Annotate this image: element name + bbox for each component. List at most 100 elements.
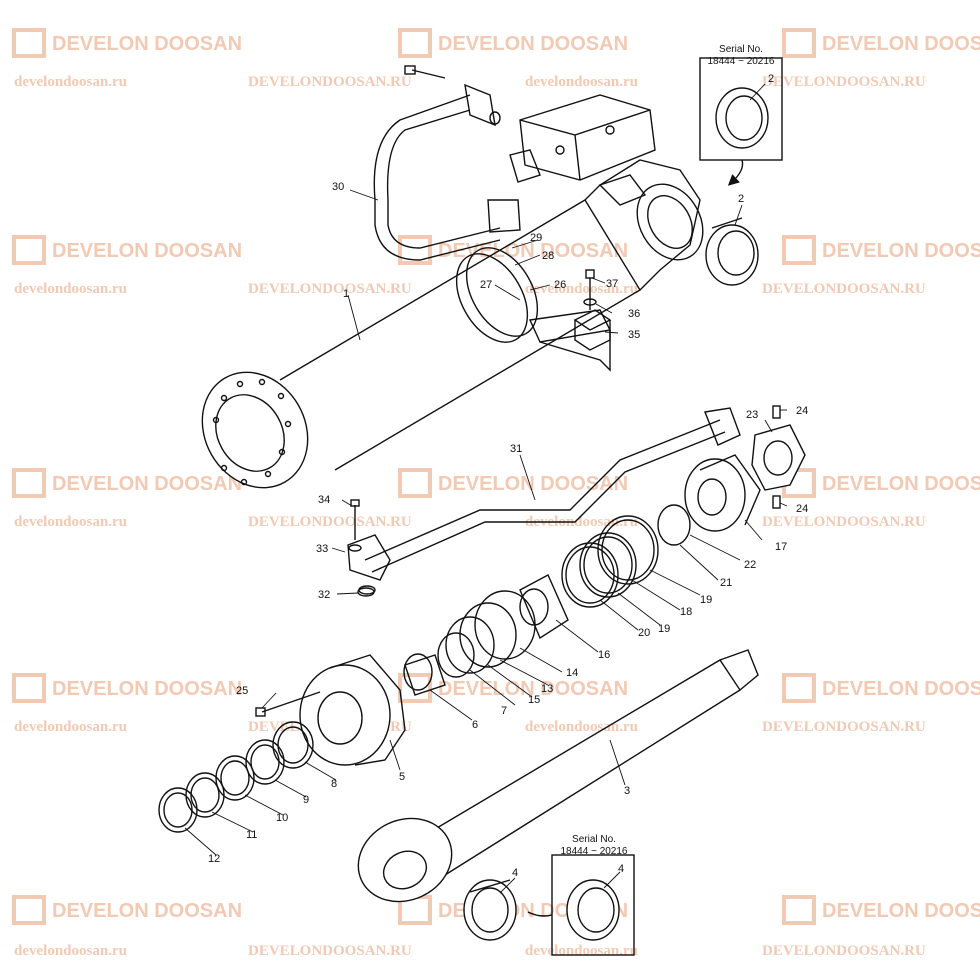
piston-nut [751,405,806,509]
watermark-brand-text: DEVELON DOOSAN [438,473,628,495]
watermark-brand-text: DEVELON DOOSAN [438,240,628,262]
watermark-brand-text: DEVELON DOOSAN [822,240,980,262]
o-ring [357,587,375,597]
serial-box-part-label: 4 [618,863,624,875]
part-label-4: 4 [512,867,518,879]
serial-box-range: 18444 ~ 20216 [560,846,627,857]
watermark-layer: DEVELON DOOSAN DEVELON DOOSAN DEVELON DO… [12,28,980,959]
watermark-logo: DEVELON DOOSAN [12,235,242,265]
leader-lines [184,83,788,894]
watermark-brand-text: DEVELON DOOSAN [822,678,980,700]
part-label-21: 21 [720,577,732,589]
part-label-9: 9 [303,794,309,806]
part-label-1: 1 [343,288,349,300]
spacer [519,574,569,640]
pipe-upper [373,65,521,261]
part-label-19: 19 [700,594,712,606]
cylinder-tube [201,159,704,489]
part-label-19: 19 [658,623,670,635]
part-label-24: 24 [796,405,808,417]
watermark-brand-text: DEVELON DOOSAN [438,678,628,700]
part-label-33: 33 [316,543,328,555]
watermark-url: DEVELONDOOSAN.RU [248,943,412,959]
watermark-url: DEVELONDOOSAN.RU [762,74,926,90]
piston [684,454,761,532]
watermark-brand-text: DEVELON DOOSAN [52,473,242,495]
part-label-17: 17 [775,541,787,553]
piston-rod [357,649,759,903]
watermark-url: develondoosan.ru [14,514,127,530]
part-label-13: 13 [541,683,553,695]
watermark-url: develondoosan.ru [525,943,638,959]
part-labels: 1 2 3 4 5 6 7 8 9 10 11 12 13 14 15 16 1… [208,181,808,879]
watermark-url: DEVELONDOOSAN.RU [762,719,926,735]
part-label-29: 29 [530,232,542,244]
watermark-url: DEVELONDOOSAN.RU [762,281,926,297]
watermark-logo: DEVELON DOOSAN [12,28,242,58]
watermark-logo: DEVELON DOOSAN [782,468,980,498]
watermark-url: develondoosan.ru [525,514,638,530]
watermark-logo: DEVELON DOOSAN [398,468,628,498]
watermark-logo: DEVELON DOOSAN [782,28,980,58]
part-label-15: 15 [528,694,540,706]
watermark-url: develondoosan.ru [525,281,638,297]
part-label-14: 14 [566,667,578,679]
part-label-32: 32 [318,589,330,601]
watermark-url: develondoosan.ru [14,719,127,735]
watermark-logo: DEVELON DOOSAN [398,673,628,703]
valve-block [509,94,656,183]
pipe-bracket [528,269,612,372]
part-label-20: 20 [638,627,650,639]
watermark-logo: DEVELON DOOSAN [12,895,242,925]
watermark-url: develondoosan.ru [525,74,638,90]
watermark-logo: DEVELON DOOSAN [398,28,628,58]
watermark-url: develondoosan.ru [14,74,127,90]
part-label-26: 26 [554,279,566,291]
part-label-7: 7 [501,705,507,717]
part-label-12: 12 [208,853,220,865]
tube-bushing [705,217,759,286]
part-label-34: 34 [318,494,330,506]
serial-box-title: Serial No. [719,44,763,55]
part-label-18: 18 [680,606,692,618]
watermark-url: DEVELONDOOSAN.RU [762,943,926,959]
part-label-8: 8 [331,778,337,790]
part-label-10: 10 [276,812,288,824]
watermark-url: DEVELONDOOSAN.RU [762,514,926,530]
watermark-url: develondoosan.ru [14,281,127,297]
watermark-brand-text: DEVELON DOOSAN [822,900,980,922]
watermark-logo: DEVELON DOOSAN [12,468,242,498]
piston-rings [561,504,691,608]
serial-box-part-label: 2 [768,73,774,85]
part-label-23: 23 [746,409,758,421]
cylinder-head [255,654,406,766]
watermark-logo: DEVELON DOOSAN [12,673,242,703]
clamp-band [455,247,539,343]
part-label-24: 24 [796,503,808,515]
part-label-5: 5 [399,771,405,783]
part-label-35: 35 [628,329,640,341]
watermark-logo: DEVELON DOOSAN [782,895,980,925]
serial-box-range: 18444 ~ 20216 [707,56,774,67]
watermark-brand-text: DEVELON DOOSAN [822,33,980,55]
rod-bushing [463,879,517,941]
part-label-3: 3 [624,785,630,797]
part-label-16: 16 [598,649,610,661]
watermark-url: DEVELONDOOSAN.RU [248,281,412,297]
watermark-brand-text: DEVELON DOOSAN [52,678,242,700]
watermark-url: DEVELONDOOSAN.RU [248,74,412,90]
watermark-brand-text: DEVELON DOOSAN [52,240,242,262]
bushing-and-rings [403,590,536,696]
watermark-brand-text: DEVELON DOOSAN [438,33,628,55]
watermark-logo: DEVELON DOOSAN [782,673,980,703]
part-label-31: 31 [510,443,522,455]
serial-box-bottom [527,854,635,956]
watermark-logo: DEVELON DOOSAN [782,235,980,265]
pipe-lower [347,407,741,595]
part-label-27: 27 [480,279,492,291]
part-label-36: 36 [628,308,640,320]
watermark-logo: DEVELON DOOSAN [398,235,628,265]
watermark-brand-text: DEVELON DOOSAN [822,473,980,495]
parts-drawing [158,57,806,956]
